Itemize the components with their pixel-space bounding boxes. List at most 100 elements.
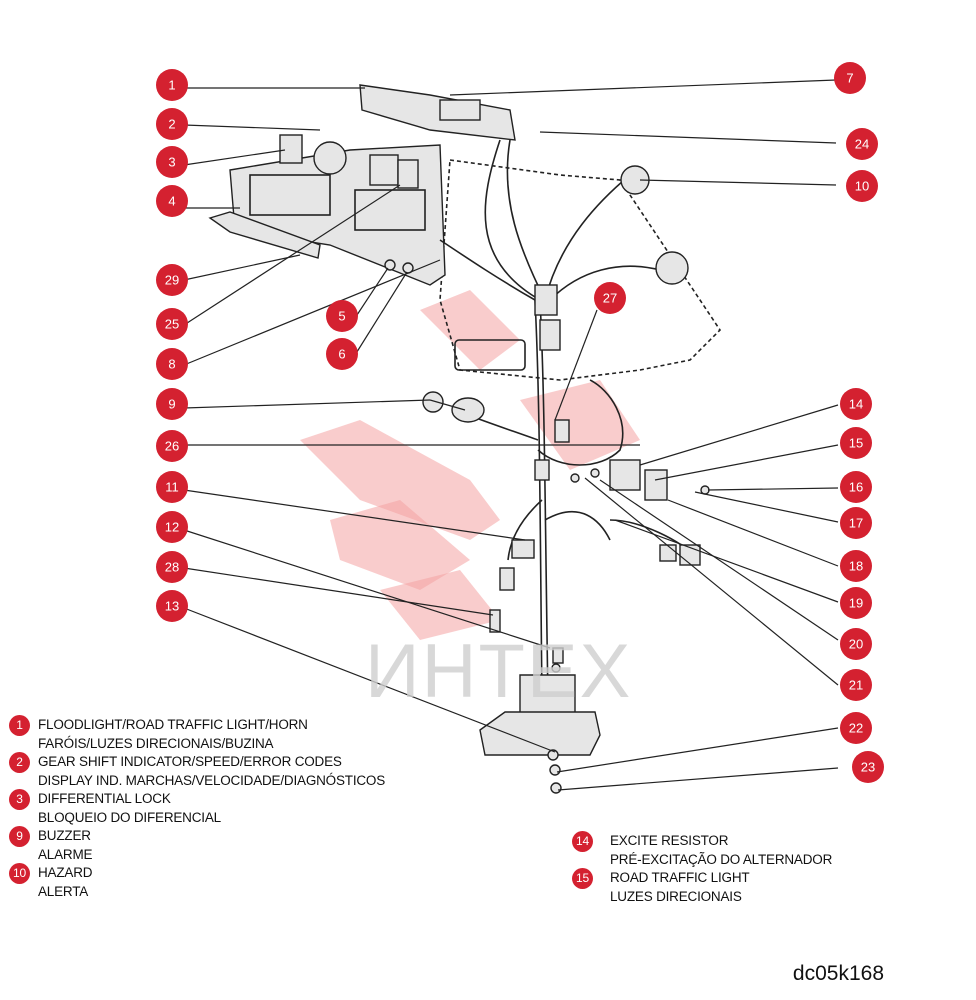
legend-label-pt: LUZES DIRECIONAIS	[610, 888, 742, 904]
callout-29: 29	[156, 264, 188, 296]
svg-text:9: 9	[168, 397, 175, 412]
leader-lines	[183, 79, 839, 791]
legend-row-3-pt: BLOQUEIO DO DIFERENCIAL	[0, 809, 385, 828]
legend-label-en: HAZARD	[38, 865, 93, 880]
callout-25: 25	[156, 308, 188, 340]
svg-text:14: 14	[849, 397, 863, 412]
svg-text:3: 3	[168, 155, 175, 170]
legend-label-en: BUZZER	[38, 828, 91, 843]
svg-text:15: 15	[849, 436, 863, 451]
callout-26: 26	[156, 430, 188, 462]
callout-19: 19	[840, 587, 872, 619]
legend-label-pt: ALARME	[38, 846, 93, 862]
legend-row-9-pt: ALARME	[0, 846, 385, 865]
legend-label-pt: FARÓIS/LUZES DIRECIONAIS/BUZINA	[38, 735, 274, 751]
svg-text:24: 24	[855, 137, 869, 152]
legend-label-en: ROAD TRAFFIC LIGHT	[610, 870, 750, 885]
legend-right: 14 EXCITE RESISTOR PRÉ-EXCITAÇÃO DO ALTER…	[572, 831, 832, 907]
instrument-panel	[208, 134, 446, 286]
callout-7: 7	[834, 62, 866, 94]
svg-text:6: 6	[338, 347, 345, 362]
callout-22: 22	[840, 712, 872, 744]
svg-text:4: 4	[168, 194, 175, 209]
callout-5: 5	[326, 300, 358, 332]
svg-text:16: 16	[849, 480, 863, 495]
legend-row-14: 14 EXCITE RESISTOR	[572, 831, 832, 852]
callout-6: 6	[326, 338, 358, 370]
legend-row-15: 15 ROAD TRAFFIC LIGHT	[572, 868, 832, 889]
svg-text:21: 21	[849, 678, 863, 693]
callout-28: 28	[156, 551, 188, 583]
callout-21: 21	[840, 669, 872, 701]
multifunction-switch	[359, 84, 516, 141]
legend-label-pt: BLOQUEIO DO DIFERENCIAL	[38, 809, 221, 825]
svg-text:18: 18	[849, 559, 863, 574]
callout-11: 11	[156, 471, 188, 503]
legend-label-pt: ALERTA	[38, 883, 89, 899]
bottom-connector	[479, 674, 601, 794]
callout-3: 3	[156, 146, 188, 178]
legend-badge: 14	[572, 831, 593, 852]
legend-row-10: 10 HAZARD	[0, 863, 385, 884]
legend-row-1-pt: FARÓIS/LUZES DIRECIONAIS/BUZINA	[0, 735, 385, 754]
svg-text:5: 5	[338, 309, 345, 324]
svg-text:25: 25	[165, 317, 179, 332]
callout-18: 18	[840, 550, 872, 582]
svg-text:22: 22	[849, 721, 863, 736]
legend-label-pt: DISPLAY IND. MARCHAS/VELOCIDADE/DIAGNÓST…	[38, 772, 386, 788]
svg-text:26: 26	[165, 439, 179, 454]
svg-text:7: 7	[846, 71, 853, 86]
callout-27: 27	[594, 282, 626, 314]
svg-text:29: 29	[165, 273, 179, 288]
legend-badge: 3	[9, 789, 30, 810]
svg-text:1: 1	[168, 78, 175, 93]
svg-text:17: 17	[849, 516, 863, 531]
callout-14: 14	[840, 388, 872, 420]
dashboard-outline	[439, 159, 722, 381]
legend-badge: 10	[9, 863, 30, 884]
legend-row-2-pt: DISPLAY IND. MARCHAS/VELOCIDADE/DIAGNÓST…	[0, 772, 385, 791]
svg-text:23: 23	[861, 760, 875, 775]
svg-text:12: 12	[165, 520, 179, 535]
svg-text:13: 13	[165, 599, 179, 614]
legend-label-en: EXCITE RESISTOR	[610, 833, 729, 848]
svg-text:10: 10	[855, 179, 869, 194]
svg-text:20: 20	[849, 637, 863, 652]
legend-badge: 2	[9, 752, 30, 773]
callout-15: 15	[840, 427, 872, 459]
legend-row-2: 2 GEAR SHIFT INDICATOR/SPEED/ERROR CODES	[0, 752, 385, 773]
callout-9: 9	[156, 388, 188, 420]
callout-8: 8	[156, 348, 188, 380]
legend-label-en: GEAR SHIFT INDICATOR/SPEED/ERROR CODES	[38, 754, 342, 769]
svg-text:11: 11	[165, 480, 179, 495]
legend-badge: 9	[9, 826, 30, 847]
callout-1: 1	[156, 69, 188, 101]
legend-row-15-pt: LUZES DIRECIONAIS	[572, 888, 832, 907]
harness-components	[422, 165, 710, 673]
callout-23: 23	[852, 751, 884, 783]
legend-row-1: 1 FLOODLIGHT/ROAD TRAFFIC LIGHT/HORN	[0, 715, 385, 736]
callout-12: 12	[156, 511, 188, 543]
legend-row-10-pt: ALERTA	[0, 883, 385, 902]
svg-text:27: 27	[603, 291, 617, 306]
legend-label-en: DIFFERENTIAL LOCK	[38, 791, 171, 806]
legend-label-pt: PRÉ-EXCITAÇÃO DO ALTERNADOR	[610, 851, 833, 867]
legend-row-14-pt: PRÉ-EXCITAÇÃO DO ALTERNADOR	[572, 851, 832, 870]
callout-10: 10	[846, 170, 878, 202]
legend-row-3: 3 DIFFERENTIAL LOCK	[0, 789, 385, 810]
svg-text:2: 2	[168, 117, 175, 132]
callout-2: 2	[156, 108, 188, 140]
legend-label-en: FLOODLIGHT/ROAD TRAFFIC LIGHT/HORN	[38, 717, 308, 732]
legend-badge: 15	[572, 868, 593, 889]
figure-code: dc05k168	[792, 962, 884, 985]
callout-4: 4	[156, 185, 188, 217]
watermark-text: ИНТЕХ	[365, 629, 633, 714]
legend-row-9: 9 BUZZER	[0, 826, 385, 847]
callout-17: 17	[840, 507, 872, 539]
callout-24: 24	[846, 128, 878, 160]
callout-20: 20	[840, 628, 872, 660]
legend-badge: 1	[9, 715, 30, 736]
svg-text:19: 19	[849, 596, 863, 611]
callout-13: 13	[156, 590, 188, 622]
